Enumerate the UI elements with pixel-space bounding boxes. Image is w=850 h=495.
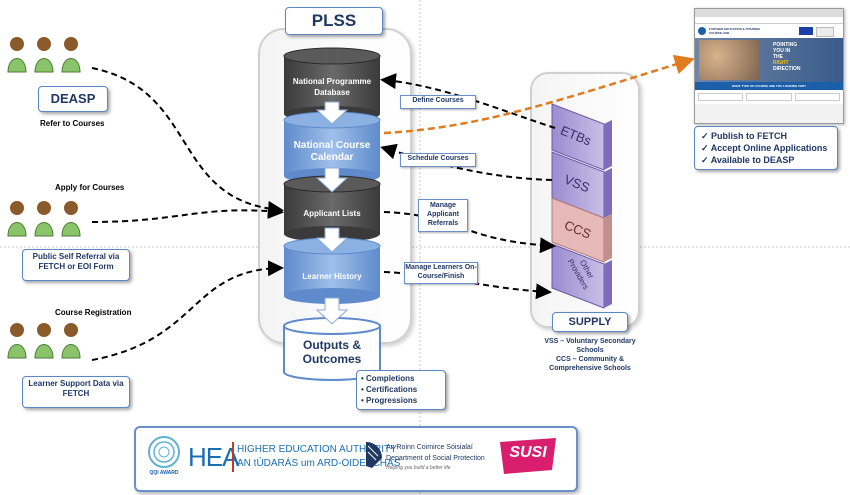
label-ncc: National Course Calendar [293, 140, 371, 163]
fetch-logo-icon [698, 27, 706, 35]
fetch-prompt: WHAT TYPE OF COURSE ARE YOU LOOKING FOR? [695, 82, 843, 90]
browser-addressbar [695, 17, 843, 24]
partner-logo-icon [816, 27, 834, 37]
fetch-bullet: ✓ Available to DEASP [701, 155, 795, 165]
supply-note-ccs: CCS – Community & Comprehensive Schools [549, 356, 631, 372]
supply-ccs-block [551, 197, 612, 263]
susi-logo-text: SUSI [509, 444, 547, 461]
manage-learners-label: Manage Learners On-Course/Finish [404, 262, 478, 284]
fetch-browser-window: FURTHER EDUCATION & TRAINING COURSE HUB … [694, 8, 844, 124]
hero-photo [699, 40, 759, 80]
hea-divider [232, 442, 234, 472]
dsp-name-en: Department of Social Protection [386, 455, 485, 462]
connector-applicant-supply [383, 211, 556, 254]
search-field[interactable] [698, 93, 744, 101]
plss-title: PLSS [285, 7, 383, 35]
define-courses-label: Define Courses [400, 95, 476, 109]
dsp-name-ga: An Roinn Coimirce Sóisialaí [386, 444, 473, 451]
fetch-hub-name: FURTHER EDUCATION & TRAINING COURSE HUB [709, 27, 761, 35]
output-item: • Completions [361, 374, 415, 383]
search-field[interactable] [746, 93, 792, 101]
cyl-national-course-calendar [283, 111, 381, 184]
qqi-label: QQI AWARD [149, 470, 179, 476]
output-item: • Certifications [361, 385, 418, 394]
people-group-deasp [7, 37, 81, 73]
supply-other-block [551, 243, 612, 309]
manage-applicant-label: Manage Applicant Referrals [418, 199, 468, 232]
deasp-box: DEASP [38, 86, 108, 112]
schedule-courses-label: Schedule Courses [400, 153, 476, 167]
supply-note-vss: VSS – Voluntary Secondary Schools [544, 338, 636, 354]
connector-deasp-applicant [91, 67, 284, 217]
connector-apply-applicant [91, 202, 284, 223]
learner-support-box: Learner Support Data via FETCH [22, 376, 130, 408]
browser-tabbar [695, 9, 843, 17]
apply-label: Apply for Courses [55, 183, 125, 192]
supply-etbs-block [551, 103, 612, 171]
connector-registration-history [91, 260, 284, 361]
connector-fetch-orange [383, 54, 695, 135]
dsp-tagline: Helping you build a better life [386, 465, 451, 471]
eu-flag-icon [799, 27, 813, 35]
fetch-search-row [695, 90, 843, 104]
fetch-bullets-box: ✓ Publish to FETCH ✓ Accept Online Appli… [694, 126, 838, 170]
registration-label: Course Registration [55, 308, 132, 317]
flow-arrows-down [315, 101, 349, 325]
fetch-header: FURTHER EDUCATION & TRAINING COURSE HUB [695, 24, 843, 38]
hea-logo-text: HEA [188, 442, 239, 472]
harp-logo-icon [366, 442, 382, 468]
supply-title: SUPPLY [552, 312, 628, 332]
outputs-list-box: • Completions • Certifications • Progres… [356, 370, 446, 410]
people-group-registration [7, 323, 81, 359]
label-npd: National Programme Database [292, 77, 372, 97]
hea-name-en: HIGHER EDUCATION AUTHORITY [237, 444, 397, 455]
search-field[interactable] [794, 93, 840, 101]
output-item: • Progressions [361, 396, 418, 405]
supply-vss-block [551, 151, 612, 219]
label-learner-history: Learner History [302, 272, 362, 281]
cyl-outputs-outcomes [283, 317, 381, 381]
self-referral-box: Public Self Referral via FETCH or EOI Fo… [22, 249, 130, 281]
fetch-bullet: ✓ Publish to FETCH [701, 131, 788, 141]
hea-name-ga: AN tÚDARÁS um ARD-OIDEACHAS [237, 458, 401, 469]
susi-logo-icon [500, 438, 556, 474]
cyl-learner-history [283, 237, 381, 304]
qqi-logo-icon [148, 436, 180, 468]
fetch-bullet: ✓ Accept Online Applications [701, 143, 828, 153]
connector-etbs-define [380, 73, 556, 129]
label-outputs: Outputs & Outcomes [302, 338, 362, 366]
label-applicant-lists: Applicant Lists [303, 209, 361, 218]
refer-label: Refer to Courses [40, 119, 105, 128]
people-group-apply [7, 201, 81, 237]
